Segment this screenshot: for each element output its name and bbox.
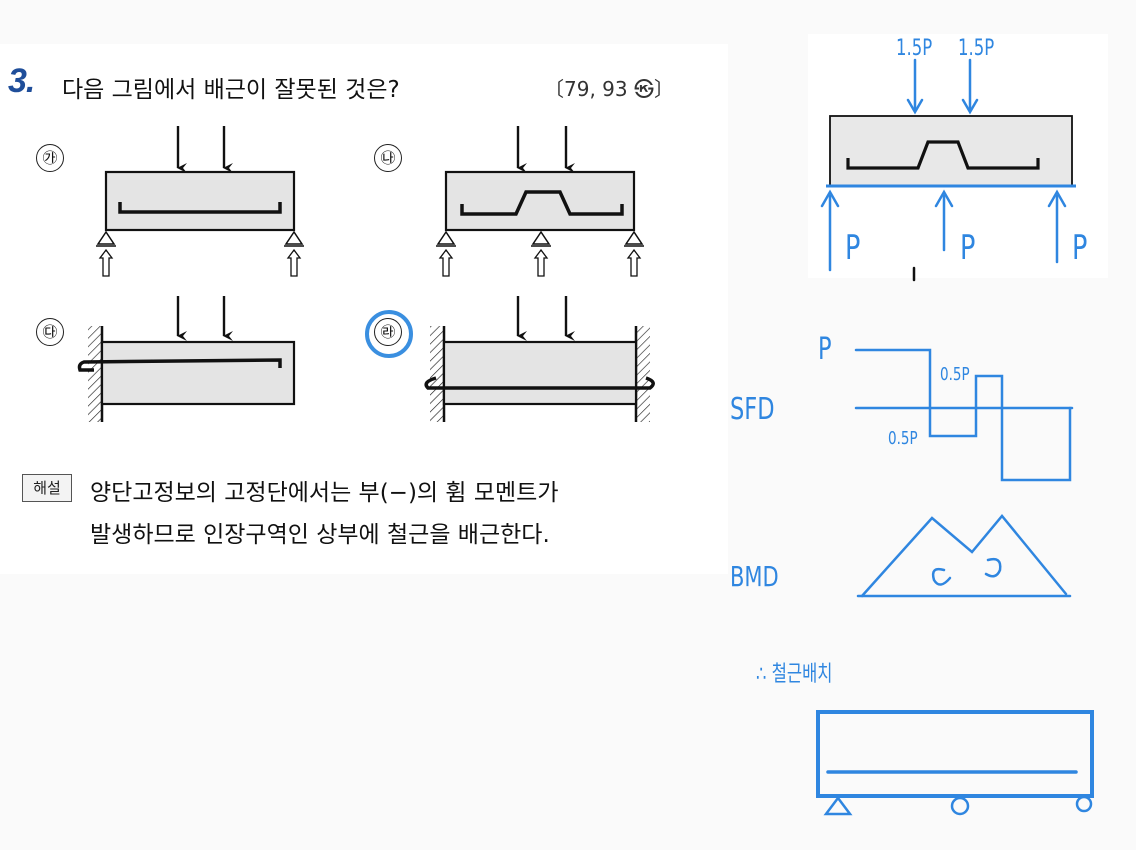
sfd-label: SFD [730,392,775,427]
conclusion-label: ∴ 철근배치 [756,662,833,687]
explanation-badge: 해설 [22,474,72,502]
reaction-label-left: P [845,228,861,268]
load-arrow-right-head [961,98,979,115]
reaction-arrow-right [1047,189,1067,208]
sfd-block-4 [1000,406,1072,482]
reaction-label-middle: P [960,228,976,268]
bmd-rotation-mark-1 [931,567,952,586]
load-label-right: 1.5P [958,36,995,61]
bmd-rotation-mark-2 [984,557,1002,578]
question-number: 3. [8,62,35,100]
option-label-da: ㉰ [36,318,64,346]
sfd-value-p: P [818,332,832,367]
sfd-block-1 [854,348,932,410]
reaction-arrow-middle [934,189,954,208]
conclusion-beam [816,710,1094,798]
handwritten-notes: 1.5P 1.5P P P P SFD P 0.5P 0.5P BMD ∴ 철근… [720,0,1136,850]
diagram-ra [424,296,655,422]
sfd-value-upper: 0.5P [940,364,970,385]
explanation-text: 양단고정보의 고정단에서는 부(−)의 휨 모멘트가 발생하므로 인장구역인 상… [90,472,720,556]
diagram-na [436,126,644,277]
option-label-ga: ㉮ [36,144,64,172]
load-label-left: 1.5P [896,36,933,61]
question-reference: 〔79, 93 ㉿〕 [544,77,674,101]
reaction-label-right: P [1072,228,1088,268]
notes-drawings [816,58,1094,816]
sfd-block-3 [974,374,1004,410]
load-arrow-left-head [906,98,924,115]
selected-answer-circle [365,310,413,358]
conclusion-support-left [823,795,853,816]
beam-diagrams [77,126,655,422]
conclusion-support-middle [950,796,970,816]
explanation-line-1: 양단고정보의 고정단에서는 부(−)의 휨 모멘트가 [90,480,559,506]
conclusion-support-right [1075,795,1093,813]
question-text: 다음 그림에서 배근이 잘못된 것은? [62,77,400,103]
notes-beam-rebar [846,140,1040,170]
reaction-arrow-left [820,189,840,208]
explanation-line-2: 발생하므로 인장구역인 상부에 철근을 배근한다. [90,522,550,548]
sfd-value-lower: 0.5P [888,428,918,449]
bmd-curve [860,514,1068,598]
diagram-da [77,296,296,422]
option-label-na: ㉯ [374,144,402,172]
diagram-ga [96,126,304,277]
bmd-label: BMD [730,560,779,593]
textbook-page: 3. 다음 그림에서 배근이 잘못된 것은? 〔79, 93 ㉿〕 ㉮ ㉯ ㉰ … [0,44,728,574]
sfd-block-2 [928,406,978,438]
notes-beam [829,115,1073,187]
